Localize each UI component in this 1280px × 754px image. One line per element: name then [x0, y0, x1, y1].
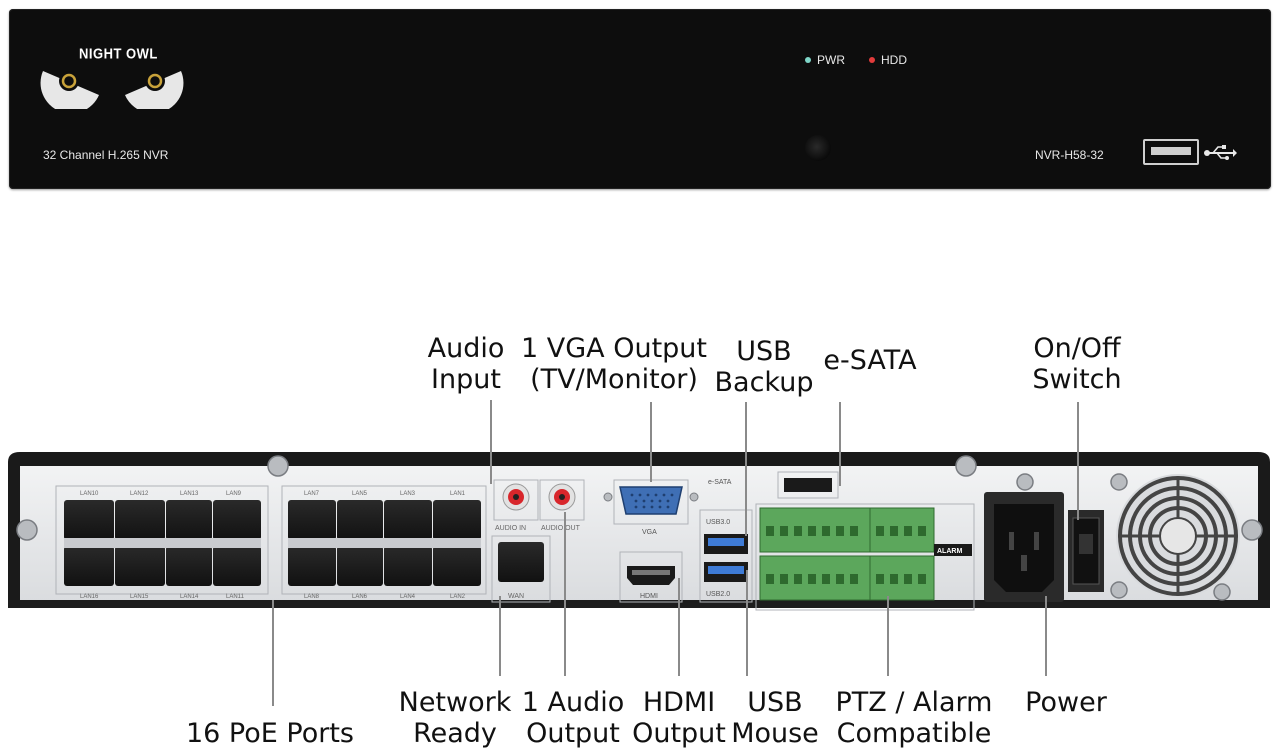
hdd-led: [869, 57, 875, 63]
audio-in-silk: AUDIO IN: [495, 525, 526, 532]
callout-power: Power: [1025, 687, 1107, 718]
audio-out-jack: [548, 483, 576, 511]
callout-ptz-alarm: PTZ / Alarm Compatible: [835, 687, 993, 749]
usb20-silk: USB2.0: [706, 591, 730, 598]
esata-silk: e-SATA: [708, 479, 732, 486]
lan-silk-top-1: LAN10: [80, 491, 99, 497]
callout-audio-input: Audio Input: [427, 333, 505, 395]
brand-logo-text: NIGHT OWL: [79, 44, 158, 63]
power-inlet: [994, 504, 1054, 592]
lan-silk-top-2: LAN12: [130, 491, 149, 497]
lan-silk-bot-2: LAN15: [130, 594, 149, 600]
callout-hdmi-output: HDMI Output: [632, 687, 726, 749]
callout-usb-mouse: USB Mouse: [731, 687, 819, 749]
usb30-silk: USB3.0: [706, 519, 730, 526]
cooling-fan: [1116, 474, 1240, 598]
callout-network-ready: Network Ready: [398, 687, 512, 749]
nvr-front-panel: NIGHT OWL 32 Channel H.265 NVR PWR HDD N…: [9, 9, 1271, 189]
lan-silk-top-6: LAN5: [352, 491, 368, 497]
lan-silk-bot-6: LAN6: [352, 594, 368, 600]
lan-silk-bot-5: LAN8: [304, 594, 320, 600]
lan-silk-top-3: LAN13: [180, 491, 199, 497]
usb-icon: [1204, 145, 1237, 160]
alarm-terminal-blocks: [759, 507, 935, 601]
audio-out-silk: AUDIO OUT: [541, 525, 581, 532]
ir-receiver-window: [805, 135, 831, 161]
hdd-label: HDD: [881, 53, 907, 67]
lan-silk-bot-3: LAN14: [180, 594, 199, 600]
lan-silk-labels: LAN10 LAN12 LAN13 LAN9 LAN7 LAN5 LAN3 LA…: [80, 491, 466, 600]
callout-onoff-switch: On/Off Switch: [1032, 333, 1122, 395]
lan-silk-bot-8: LAN2: [450, 594, 466, 600]
audio-in-jack: [502, 483, 530, 511]
wan-port: [498, 542, 544, 582]
model-number: NVR-H58-32: [1035, 148, 1104, 162]
chassis-screws: [16, 455, 1263, 601]
callout-audio-output: 1 Audio Output: [521, 687, 625, 749]
esata-port: [784, 478, 832, 492]
lan-silk-top-5: LAN7: [304, 491, 320, 497]
pwr-indicator: PWR: [805, 53, 845, 67]
hdmi-silk: HDMI: [640, 593, 658, 600]
lan-silk-bot-1: LAN16: [80, 594, 99, 600]
nvr-description: 32 Channel H.265 NVR: [43, 148, 169, 162]
lan-silk-bot-4: LAN11: [226, 594, 245, 600]
pwr-label: PWR: [817, 53, 845, 67]
pwr-led: [805, 57, 811, 63]
owl-left-eye-icon: [40, 71, 99, 109]
hdmi-port: [627, 566, 675, 585]
hdd-indicator: HDD: [869, 53, 907, 67]
lan-silk-top-8: LAN1: [450, 491, 466, 497]
lan-silk-bot-7: LAN4: [400, 594, 416, 600]
front-usb-port[interactable]: [1143, 139, 1199, 165]
vga-silk: VGA: [642, 529, 657, 536]
lan-silk-top-4: LAN9: [226, 491, 242, 497]
callout-vga-output: 1 VGA Output (TV/Monitor): [521, 333, 707, 395]
lan-silk-top-7: LAN3: [400, 491, 416, 497]
callout-usb-backup: USB Backup: [714, 336, 814, 398]
callout-poe-ports: 16 PoE Ports: [185, 718, 354, 749]
callout-esata: e-SATA: [823, 345, 917, 376]
callout-leader-lines: [272, 400, 1079, 706]
wan-silk: WAN: [508, 593, 524, 600]
owl-right-eye-icon: [125, 71, 184, 109]
alarm-silk: ALARM: [937, 548, 962, 555]
